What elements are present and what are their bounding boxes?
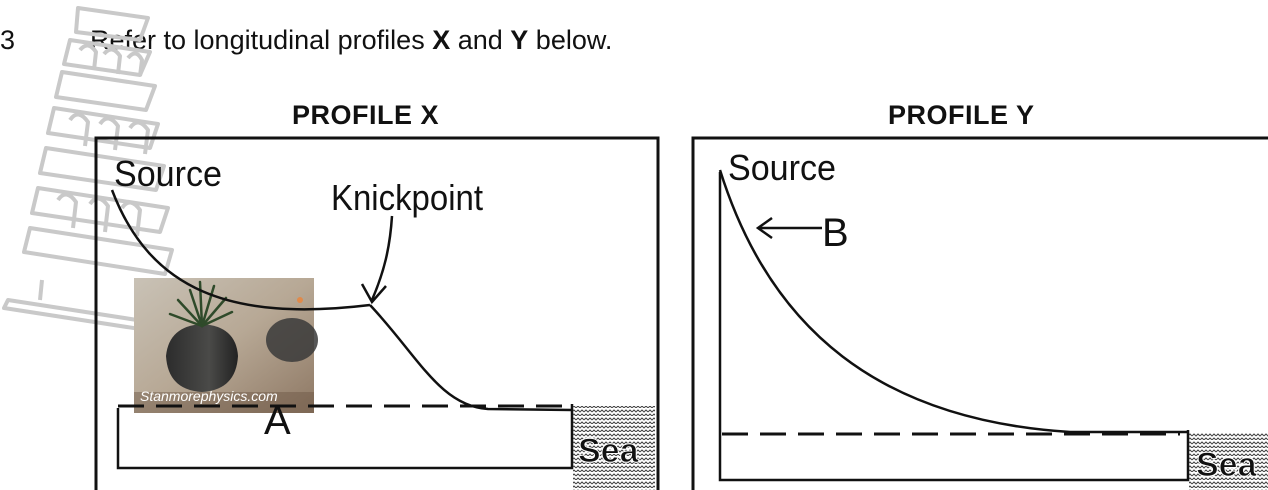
profile-x-frame — [94, 136, 660, 490]
watermark-text: Stanmorephysics.com — [140, 388, 278, 404]
profile-x-knickpoint-arrow — [370, 215, 394, 301]
profile-x-knickpoint-arrowhead — [360, 283, 387, 305]
profile-y-diagram: Source B Sea — [691, 136, 1268, 490]
profile-y-source-label: Source — [728, 147, 836, 188]
profile-y-frame — [691, 136, 1268, 490]
profile-y-b-arrowhead — [755, 216, 773, 240]
profile-x-diagram: Stanmorephysics.com Source Knickpoint A … — [94, 136, 660, 490]
profile-x-sea-label: Sea — [578, 432, 640, 470]
profile-x-curve-lower — [369, 304, 573, 412]
profile-x-knickpoint-label: Knickpoint — [331, 177, 483, 218]
question-instruction: Refer to longitudinal profiles X and Y b… — [90, 25, 612, 56]
profile-x-land-base — [116, 404, 574, 470]
instruction-profile-y: Y — [510, 25, 529, 55]
profile-x-curve-upper — [110, 189, 371, 311]
instruction-profile-x: X — [432, 25, 451, 55]
question-number: 3 — [0, 25, 16, 55]
profile-x-title: PROFILE X — [292, 100, 440, 130]
profile-y-label-b: B — [822, 211, 849, 255]
profile-x-sea-area — [573, 406, 655, 490]
watermark-photo: Stanmorephysics.com — [134, 278, 318, 413]
profile-x-source-label: Source — [114, 153, 222, 194]
profile-y-sea-area — [1189, 432, 1268, 490]
profile-y-sea-label: Sea — [1196, 446, 1258, 484]
profile-x-label-a: A — [264, 399, 291, 443]
profile-y-title: PROFILE Y — [888, 100, 1035, 130]
profile-y-land-block — [718, 172, 1190, 482]
instruction-text-3: below. — [528, 25, 613, 55]
profile-y-curve — [718, 169, 1188, 434]
instruction-text-2: and — [450, 25, 511, 55]
